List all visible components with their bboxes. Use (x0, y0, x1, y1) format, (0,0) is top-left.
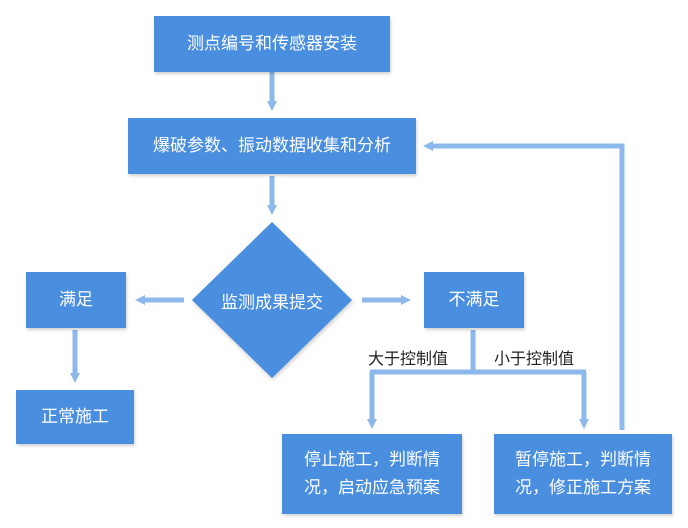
node-stop-construction: 停止施工，判断情况，启动应急预案 (282, 434, 462, 514)
arrow-pause-feedback-loop (423, 141, 625, 430)
decision-label: 监测成果提交 (221, 292, 323, 313)
node-sensor-installation-label: 测点编号和传感器安装 (187, 34, 357, 54)
node-normal-construction-label: 正常施工 (41, 407, 109, 427)
node-stop-construction-label: 停止施工，判断情况，启动应急预案 (304, 450, 440, 498)
node-pause-construction: 暂停施工，判断情况，修正施工方案 (494, 434, 672, 514)
node-data-analysis-label: 爆破参数、振动数据收集和分析 (153, 136, 391, 156)
decision-diamond (192, 222, 352, 378)
node-satisfied-label: 满足 (59, 290, 93, 310)
edge-label-above-control: 大于控制值 (368, 349, 449, 368)
node-normal-construction: 正常施工 (16, 390, 134, 444)
decision-label-wrap: 监测成果提交 (192, 280, 352, 320)
node-not-satisfied-label: 不满足 (448, 290, 500, 310)
node-sensor-installation: 测点编号和传感器安装 (154, 16, 390, 72)
node-satisfied: 满足 (26, 272, 126, 328)
node-not-satisfied: 不满足 (424, 272, 524, 328)
edge-label-below-control: 小于控制值 (494, 349, 575, 368)
node-data-analysis: 爆破参数、振动数据收集和分析 (128, 118, 416, 174)
node-pause-construction-label: 暂停施工，判断情况，修正施工方案 (515, 450, 651, 498)
